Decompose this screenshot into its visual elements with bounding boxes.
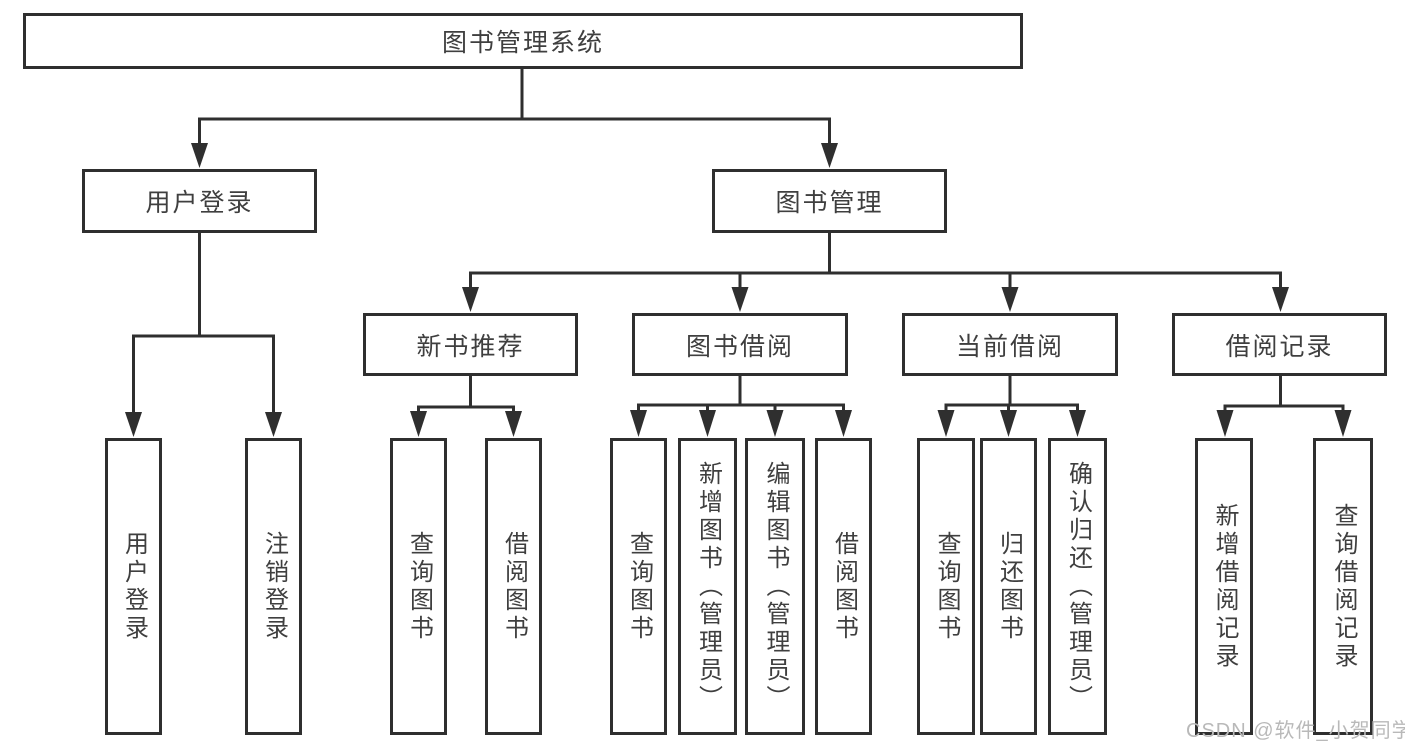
csdn-watermark: CSDN @软件_小贺同学 bbox=[1186, 720, 1405, 742]
leaf-query-books-current: 查询图书 bbox=[917, 438, 975, 735]
leaf-query-books-recommend: 查询图书 bbox=[390, 438, 447, 735]
leaf-add-borrow-record-label: 新增借阅记录 bbox=[1211, 502, 1238, 671]
leaf-query-books-recommend-label: 查询图书 bbox=[405, 530, 433, 643]
leaf-borrow-books-recommend: 借阅图书 bbox=[485, 438, 542, 735]
leaf-user-login-label: 用户登录 bbox=[120, 530, 148, 643]
leaf-borrow-books-borrowing: 借阅图书 bbox=[815, 438, 872, 735]
leaf-confirm-return-admin: 确认归还（管理员） bbox=[1048, 438, 1107, 735]
leaf-borrow-books-borrowing-label: 借阅图书 bbox=[830, 530, 858, 643]
leaf-query-borrow-record-label: 查询借阅记录 bbox=[1330, 502, 1357, 671]
leaf-query-books-borrowing: 查询图书 bbox=[610, 438, 667, 735]
leaf-return-book: 归还图书 bbox=[980, 438, 1037, 735]
leaf-return-book-label: 归还图书 bbox=[995, 530, 1023, 643]
leaf-edit-book-admin: 编辑图书（管理员） bbox=[745, 438, 805, 735]
node-book-borrowing: 图书借阅 bbox=[632, 313, 848, 376]
leaf-user-login: 用户登录 bbox=[105, 438, 162, 735]
node-new-book-recommendation: 新书推荐 bbox=[363, 313, 578, 376]
leaf-borrow-books-recommend-label: 借阅图书 bbox=[500, 530, 528, 643]
leaf-logout-label: 注销登录 bbox=[260, 530, 288, 643]
leaf-query-borrow-record: 查询借阅记录 bbox=[1313, 438, 1373, 735]
leaf-edit-book-admin-label: 编辑图书（管理员） bbox=[762, 460, 789, 713]
node-borrowing-records: 借阅记录 bbox=[1172, 313, 1387, 376]
leaf-confirm-return-admin-label: 确认归还（管理员） bbox=[1064, 460, 1092, 713]
leaf-add-book-admin-label: 新增图书（管理员） bbox=[694, 460, 722, 713]
leaf-logout: 注销登录 bbox=[245, 438, 302, 735]
node-user-login: 用户登录 bbox=[82, 169, 317, 233]
leaf-query-books-current-label: 查询图书 bbox=[933, 530, 960, 643]
leaf-query-books-borrowing-label: 查询图书 bbox=[625, 530, 653, 643]
node-library-management-system: 图书管理系统 bbox=[23, 13, 1023, 69]
leaf-add-borrow-record: 新增借阅记录 bbox=[1195, 438, 1253, 735]
node-current-borrowing: 当前借阅 bbox=[902, 313, 1118, 376]
node-book-management: 图书管理 bbox=[712, 169, 947, 233]
leaf-add-book-admin: 新增图书（管理员） bbox=[678, 438, 737, 735]
